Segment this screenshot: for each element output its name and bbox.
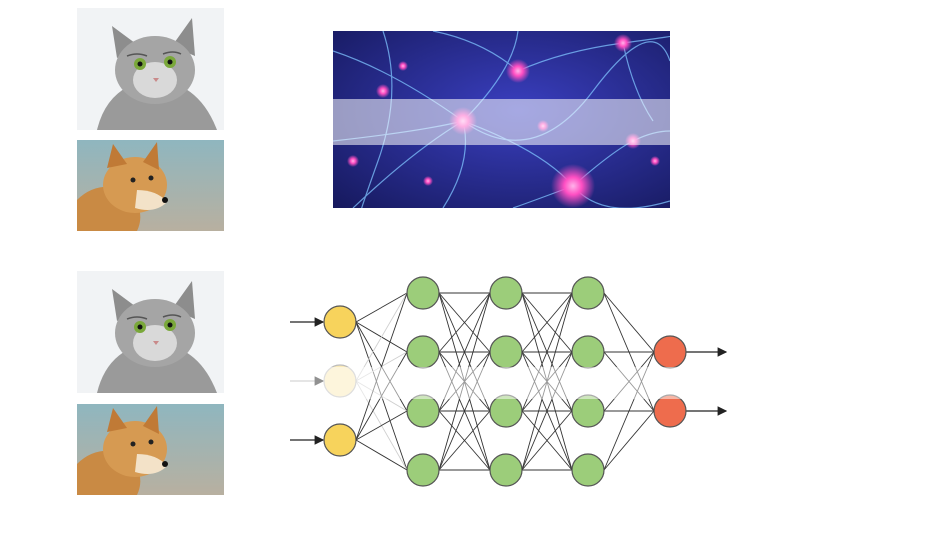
hidden-node (571, 276, 605, 310)
input-node (323, 423, 357, 457)
network-edge (355, 410, 408, 441)
network-edge (355, 292, 408, 441)
network-edge (355, 292, 408, 323)
hidden-node (571, 453, 605, 487)
cat-image-bottom (77, 271, 224, 393)
network-edge (521, 292, 573, 353)
dog-image-bottom (77, 404, 224, 495)
neural-network-diagram (290, 276, 728, 487)
output-node (653, 335, 687, 369)
network-edge (521, 410, 573, 471)
network-edge (603, 292, 655, 353)
hidden-node (571, 394, 605, 428)
hidden-node (406, 335, 440, 369)
network-edge (355, 292, 408, 382)
network-edge (438, 292, 491, 353)
dog-image-top (77, 140, 224, 231)
network-edges (355, 292, 655, 471)
network-nodes (323, 276, 687, 487)
network-edge (355, 439, 408, 471)
hidden-node (406, 453, 440, 487)
hidden-node (489, 453, 523, 487)
hidden-node (571, 335, 605, 369)
hidden-node (489, 394, 523, 428)
output-node (653, 394, 687, 428)
neurons-image (333, 31, 670, 208)
network-edge (603, 410, 655, 471)
hidden-node (406, 276, 440, 310)
input-node (323, 364, 357, 398)
hidden-node (489, 335, 523, 369)
cat-image-top (77, 8, 224, 130)
hidden-node (406, 394, 440, 428)
input-node (323, 305, 357, 339)
network-edge (438, 410, 491, 471)
hidden-node (489, 276, 523, 310)
